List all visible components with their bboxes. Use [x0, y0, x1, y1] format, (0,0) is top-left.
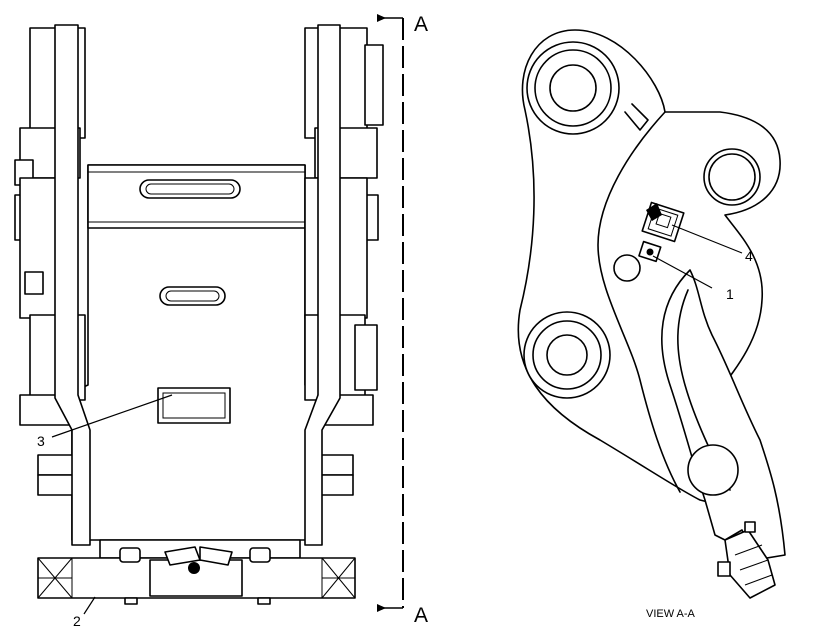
view-title: VIEW A-A — [646, 608, 696, 620]
callout-4-leader — [671, 224, 743, 254]
front-view: 3 2 — [14, 24, 384, 629]
small-hole — [613, 254, 641, 282]
hooked-jaw — [661, 269, 786, 561]
inner-arm-edge — [597, 111, 681, 493]
section-marker-bottom: A — [414, 604, 428, 627]
callout-1-label: 1 — [726, 286, 734, 302]
left-end-block — [37, 557, 73, 599]
right-side-assembly — [304, 24, 384, 546]
lower-slot — [159, 286, 226, 306]
callout-1-leader — [652, 255, 713, 289]
decal-1 — [638, 240, 662, 263]
callout-4-label: 4 — [745, 248, 753, 264]
decal-3 — [157, 387, 231, 424]
left-side-assembly — [14, 24, 91, 546]
section-line: A A — [377, 13, 428, 627]
callout-2-leader — [83, 596, 96, 615]
section-view: 4 1 VIEW A-A — [517, 29, 786, 620]
callout-3-label: 3 — [37, 433, 45, 449]
callout-3-leader — [51, 394, 173, 438]
right-end-block — [321, 557, 356, 599]
latch-fitting — [717, 521, 776, 599]
jaw-lug — [687, 444, 739, 496]
section-marker-top: A — [414, 13, 428, 36]
callout-2-label: 2 — [73, 613, 81, 629]
upper-slot — [139, 179, 241, 199]
left-side-plate — [54, 24, 91, 546]
right-side-plate — [304, 24, 341, 546]
center-bolt — [188, 562, 200, 574]
bottom-hinge-assembly — [37, 539, 356, 605]
